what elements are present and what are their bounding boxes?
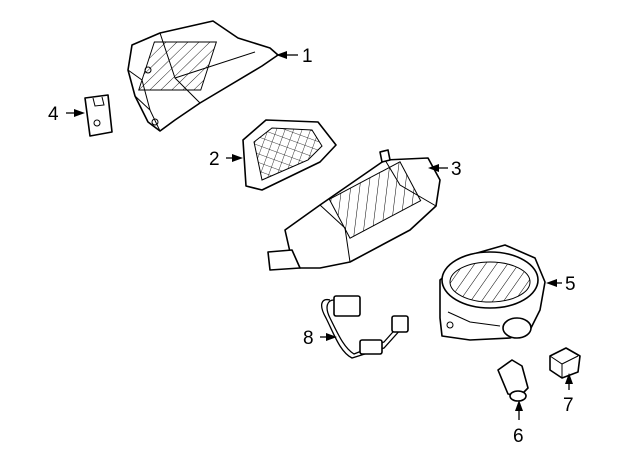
callout-7-label: 7 [563,395,574,416]
callout-2-label: 2 [209,149,220,170]
part-8-wiring-harness [320,295,409,359]
callout-4: 4 [48,104,85,125]
part-5-blower-motor [439,244,546,341]
callout-8-label: 8 [303,328,314,349]
callout-6: 6 [513,400,524,447]
callout-4-label: 4 [48,104,59,125]
callout-8: 8 [303,328,337,349]
part-6-sensor [497,359,529,402]
part-1-upper-case [127,20,279,132]
callout-1-label: 1 [302,46,313,67]
callout-5: 5 [546,274,576,295]
callout-2: 2 [209,149,243,170]
callout-3: 3 [428,159,462,180]
part-7-resistor [549,347,581,379]
callout-5-label: 5 [565,274,576,295]
callout-7: 7 [563,373,574,416]
callout-3-label: 3 [451,159,462,180]
part-2-filter [242,119,337,191]
callout-1: 1 [276,46,313,67]
part-3-duct-housing [267,149,441,271]
part-4-bracket [84,94,113,137]
callout-6-label: 6 [513,426,524,447]
